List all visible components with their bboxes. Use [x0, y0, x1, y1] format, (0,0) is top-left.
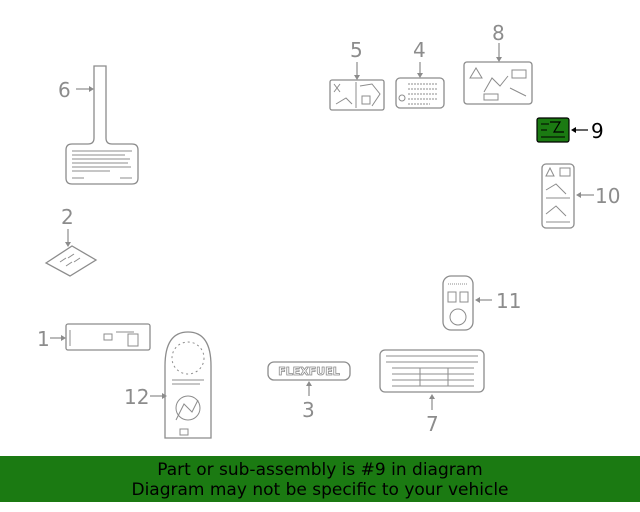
callout-7[interactable]: 7 [426, 412, 439, 436]
callout-1[interactable]: 1 [37, 327, 50, 351]
part-7-label[interactable] [379, 349, 485, 393]
part-9-label-highlighted[interactable] [536, 117, 570, 143]
part-11-label[interactable] [442, 275, 474, 331]
part-8-label[interactable] [463, 61, 533, 105]
part-4-label[interactable] [395, 77, 445, 109]
part-1-label[interactable] [65, 323, 151, 351]
part-6-label[interactable] [65, 65, 139, 185]
part-5-label[interactable] [329, 79, 385, 111]
info-banner: Part or sub-assembly is #9 in diagram Di… [0, 456, 640, 502]
callout-8[interactable]: 8 [492, 21, 505, 45]
banner-line-part: Part or sub-assembly is #9 in diagram [157, 460, 483, 480]
part-12-label[interactable] [164, 331, 212, 439]
part-10-label[interactable] [541, 163, 575, 229]
callout-10[interactable]: 10 [595, 184, 620, 208]
part-2-label[interactable] [44, 245, 98, 277]
part-3-flexfuel-badge[interactable]: FLEXFUEL [267, 361, 351, 381]
callout-6[interactable]: 6 [58, 78, 71, 102]
callout-12[interactable]: 12 [124, 385, 149, 409]
callout-5[interactable]: 5 [350, 38, 363, 62]
callout-11[interactable]: 11 [496, 289, 521, 313]
callout-2[interactable]: 2 [61, 205, 74, 229]
callout-3[interactable]: 3 [302, 398, 315, 422]
callout-9[interactable]: 9 [591, 119, 604, 143]
banner-line-disclaimer: Diagram may not be specific to your vehi… [131, 480, 509, 500]
parts-diagram: 6 2 1 [37, 21, 620, 439]
flexfuel-text: FLEXFUEL [278, 365, 340, 378]
callout-4[interactable]: 4 [413, 38, 426, 62]
